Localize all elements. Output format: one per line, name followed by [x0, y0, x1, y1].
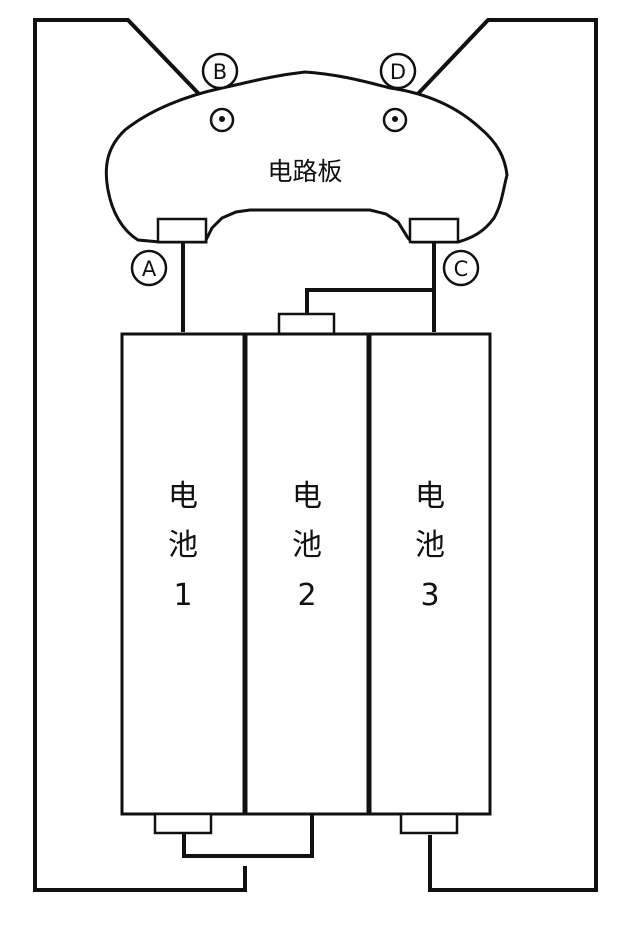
wire-left-loop — [33, 18, 247, 892]
battery3-bottom-cap — [399, 812, 459, 835]
terminal-label-d: D — [390, 60, 406, 84]
label-circle-b — [201, 52, 239, 90]
battery2-top-cap — [277, 312, 336, 336]
terminal-label-b: B — [213, 60, 227, 84]
wire-right-loop — [393, 18, 598, 892]
battery3-label-line2: 池 — [415, 528, 445, 563]
circuit-board-label: 电路板 — [267, 157, 342, 186]
terminal-label-c: C — [454, 257, 469, 281]
label-circle-a — [130, 249, 168, 287]
terminal-pad-a — [156, 217, 208, 244]
wire-battery2-to-c — [305, 288, 434, 316]
terminal-pad-c — [408, 217, 460, 244]
battery3-label-line1: 电 — [415, 479, 445, 514]
battery-3 — [368, 332, 492, 816]
battery-2 — [244, 332, 370, 816]
label-circle-c — [442, 249, 480, 287]
battery2-label-line2: 池 — [292, 528, 322, 563]
hole-d-dot — [392, 116, 398, 122]
battery3-label-line3: 3 — [420, 578, 439, 613]
battery-1 — [120, 332, 246, 816]
battery1-label-line1: 电 — [168, 479, 198, 514]
label-circle-d — [379, 52, 417, 90]
circuit-board-shape — [104, 70, 509, 244]
wire-battery1-to-battery2 — [182, 814, 314, 858]
battery1-label-line2: 池 — [168, 528, 198, 563]
battery1-bottom-cap — [153, 812, 213, 835]
terminal-label-a: A — [142, 257, 157, 281]
battery1-label-line3: 1 — [173, 578, 192, 613]
battery2-label-line1: 电 — [292, 479, 322, 514]
battery2-label-line3: 2 — [297, 578, 316, 613]
hole-b-dot — [219, 116, 225, 122]
